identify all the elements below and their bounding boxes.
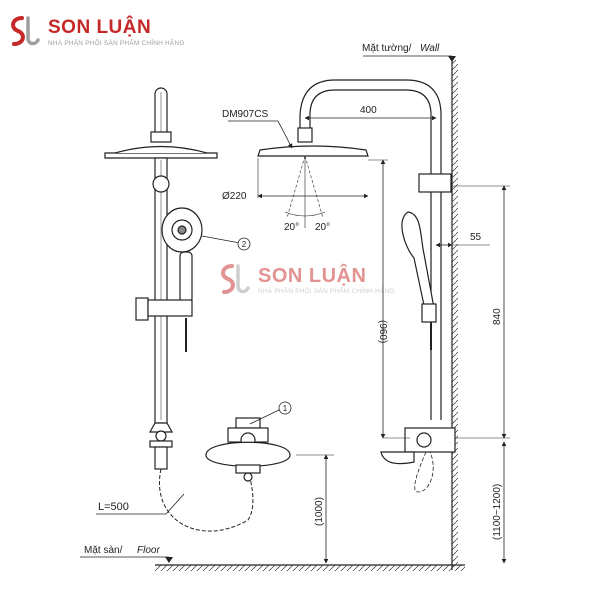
- callout-1-marker: [278, 401, 292, 415]
- front-view: [104, 87, 291, 532]
- hose-length-label: L=500: [98, 501, 129, 513]
- dim-head-diameter: Ø220: [222, 191, 247, 202]
- callout-2-number: 2: [242, 240, 247, 249]
- callout-1-number: 1: [283, 404, 288, 413]
- dim-mixer-range: (1100~1200): [492, 484, 503, 540]
- brand-logo-mark: [11, 16, 40, 46]
- floor-label-en: Floor: [137, 545, 160, 556]
- watermark-brand-name: SON LUẬN: [258, 264, 367, 287]
- wall-label-vi: Mặt tường/: [362, 43, 412, 54]
- spray-angle-left: 20°: [284, 222, 299, 233]
- dim-head-height: (960): [377, 320, 388, 343]
- brand-logo: SON LUẬN NHÀ PHÂN PHỐI SẢN PHẨM CHÍNH HÃ…: [6, 14, 185, 50]
- watermark-tagline: NHÀ PHÂN PHỐI SẢN PHẨM CHÍNH HÃNG: [258, 287, 395, 295]
- dim-arm-length: 400: [360, 105, 377, 116]
- floor-label-vi: Mặt sàn/: [84, 545, 123, 556]
- spray-angle-right: 20°: [315, 222, 330, 233]
- brand-watermark: SON LUẬN NHÀ PHÂN PHỐI SẢN PHẨM CHÍNH HÃ…: [216, 262, 395, 298]
- model-label: DM907CS: [222, 109, 268, 120]
- wall-label-en: Wall: [420, 43, 440, 54]
- floor: [80, 556, 465, 571]
- watermark-logo-mark: [221, 264, 250, 294]
- dim-rail-height: 840: [492, 308, 503, 325]
- callout-2-marker: [237, 237, 251, 251]
- brand-name: SON LUẬN: [48, 16, 152, 38]
- brand-tagline: NHÀ PHÂN PHỐI SẢN PHẨM CHÍNH HÃNG: [48, 39, 185, 47]
- wall: [363, 55, 458, 570]
- dim-mixer-height: (1000): [314, 497, 325, 526]
- dim-holder-offset: 55: [470, 232, 482, 243]
- side-view: [257, 79, 456, 493]
